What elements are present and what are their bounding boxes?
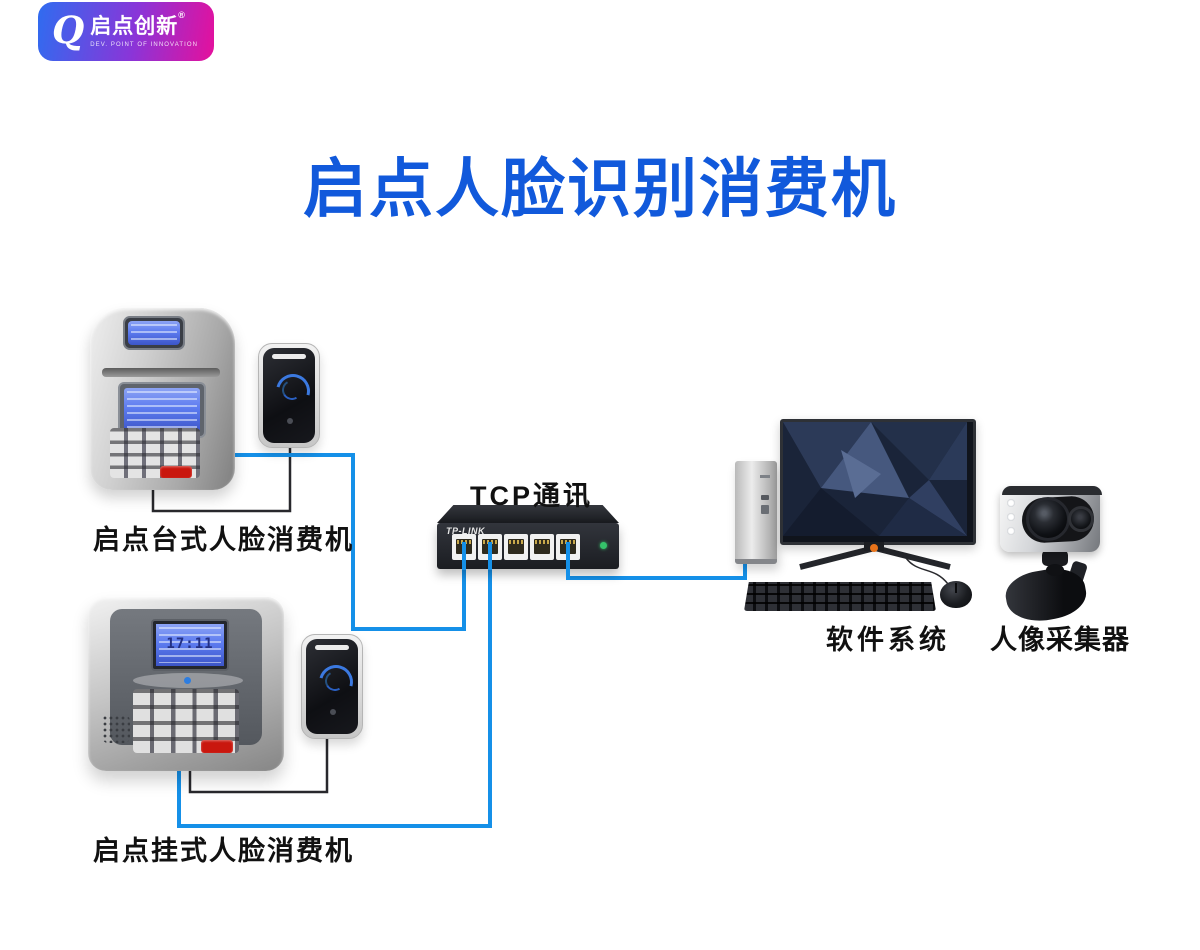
usb-ports bbox=[761, 505, 769, 514]
tower-base bbox=[735, 559, 777, 564]
software-system-label: 软件系统 bbox=[826, 625, 950, 655]
power-button bbox=[761, 495, 769, 500]
indicator-dot bbox=[330, 709, 336, 715]
brand-name: 启点创新® bbox=[90, 10, 186, 39]
ethernet-port-4 bbox=[530, 534, 554, 560]
brand-dot-icon bbox=[184, 677, 191, 684]
led-light-icon bbox=[1007, 527, 1015, 535]
face-reader-2 bbox=[301, 634, 363, 739]
switch-brand: TP-LINK bbox=[446, 526, 485, 536]
port5-wire-stub bbox=[566, 542, 570, 580]
reader2-cable bbox=[188, 735, 329, 794]
switch-to-pc-wire bbox=[568, 558, 747, 580]
red-key bbox=[160, 466, 192, 478]
page-title: 启点人脸识别消费机 bbox=[303, 153, 897, 225]
drive-slot bbox=[760, 475, 770, 478]
camera-label: 人像采集器 bbox=[990, 625, 1130, 655]
ethernet-port-3 bbox=[504, 534, 528, 560]
reader-panel bbox=[263, 348, 317, 443]
brand-logo: Q 启点创新® DEV. POINT OF INNOVATION bbox=[38, 2, 214, 61]
monitor-logo-dot bbox=[870, 544, 878, 552]
printer-slot bbox=[102, 368, 220, 377]
registered-mark: ® bbox=[178, 10, 186, 21]
red-key bbox=[201, 740, 233, 753]
desktop-face-terminal bbox=[90, 308, 235, 490]
port1-wire-stub bbox=[462, 542, 466, 570]
indicator-dot bbox=[287, 418, 293, 424]
main-lens-icon bbox=[1026, 497, 1070, 541]
led-light-icon bbox=[1007, 513, 1015, 521]
wall-machine-label: 启点挂式人脸消费机 bbox=[93, 836, 354, 866]
customer-display bbox=[123, 316, 185, 350]
desktop-to-switch-wire bbox=[220, 453, 466, 631]
reader-panel bbox=[306, 639, 360, 734]
camera-top-edge bbox=[1002, 486, 1102, 495]
camera-ball-joint bbox=[1046, 564, 1064, 576]
speaker-grille bbox=[102, 715, 130, 743]
camera-window bbox=[272, 354, 306, 359]
tcp-label: TCP通讯 bbox=[470, 481, 593, 511]
brand-q-icon: Q bbox=[52, 8, 85, 52]
pc-keyboard bbox=[744, 582, 936, 611]
wall-face-terminal: 17:11 bbox=[88, 597, 284, 771]
monitor-wallpaper bbox=[783, 422, 967, 536]
pc-monitor bbox=[780, 419, 976, 545]
switch-top-face bbox=[437, 505, 619, 523]
wall-to-switch-wire bbox=[177, 562, 492, 828]
reader1-cable bbox=[151, 440, 292, 513]
face-reader-1 bbox=[258, 343, 320, 448]
camera-joint bbox=[1042, 550, 1068, 566]
camera-head bbox=[1000, 486, 1102, 552]
portrait-camera bbox=[998, 486, 1110, 627]
brand-text-block: 启点创新® DEV. POINT OF INNOVATION bbox=[90, 10, 199, 48]
led-light-icon bbox=[1007, 499, 1015, 507]
brand-tagline: DEV. POINT OF INNOVATION bbox=[90, 41, 199, 48]
port2-wire-stub bbox=[488, 542, 492, 570]
secondary-lens-icon bbox=[1068, 506, 1094, 532]
pc-mouse bbox=[940, 581, 972, 608]
desktop-machine-label: 启点台式人脸消费机 bbox=[93, 525, 354, 555]
mouse-cable bbox=[905, 557, 949, 585]
wall-lcd: 17:11 bbox=[151, 619, 229, 671]
power-led-icon bbox=[600, 542, 607, 549]
pc-tower bbox=[735, 461, 777, 564]
camera-window bbox=[315, 645, 349, 650]
lcd-time: 17:11 bbox=[166, 636, 214, 652]
